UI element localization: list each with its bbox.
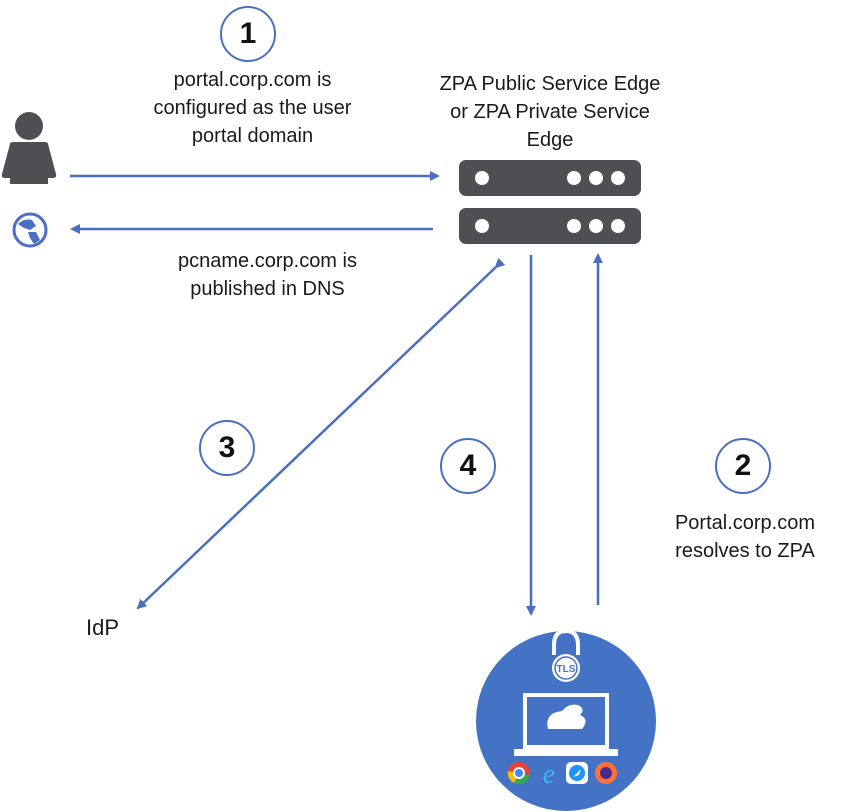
- text-line: configured as the user: [153, 97, 352, 119]
- globe-icon: [12, 212, 48, 248]
- step-1-badge: 1: [220, 6, 276, 62]
- dns-note: pcname.corp.com is published in DNS: [140, 247, 395, 303]
- step-4-badge: 4: [440, 438, 496, 494]
- text-line: pcname.corp.com is: [178, 250, 357, 272]
- service-edge-label: ZPA Public Service Edge or ZPA Private S…: [415, 70, 685, 154]
- internet-explorer-icon: e: [543, 759, 555, 790]
- step-number: 2: [734, 449, 752, 482]
- step-number: 4: [459, 449, 477, 482]
- text-line: or ZPA Private Service: [450, 101, 650, 123]
- text-line: portal domain: [191, 125, 314, 147]
- lock-icon: [552, 628, 580, 655]
- server-icon: [459, 160, 641, 244]
- text-line: resolves to ZPA: [675, 540, 815, 562]
- safari-icon: [566, 762, 588, 784]
- idp-label: IdP: [86, 615, 120, 640]
- chrome-icon: [507, 762, 530, 785]
- svg-text:e: e: [543, 759, 555, 790]
- text-line: Portal.corp.com: [674, 512, 816, 534]
- step-1-description: portal.corp.com is configured as the use…: [120, 66, 385, 150]
- text-line: Edge: [526, 129, 574, 151]
- laptop-icon: [523, 693, 609, 749]
- step-2-description: Portal.corp.com resolves to ZPA: [650, 509, 840, 565]
- client-device-icon: TLS e: [476, 628, 656, 811]
- tls-label: TLS: [557, 664, 576, 675]
- zscaler-logo-icon: [547, 704, 586, 729]
- arrow-edge-idp: [136, 257, 506, 610]
- step-2-badge: 2: [715, 438, 771, 494]
- text-line: ZPA Public Service Edge: [439, 73, 661, 95]
- step-number: 3: [218, 431, 236, 464]
- text-line: portal.corp.com is: [173, 69, 332, 91]
- firefox-icon: [595, 762, 617, 784]
- step-3-badge: 3: [199, 420, 255, 476]
- text-line: published in DNS: [190, 278, 345, 300]
- user-icon: [1, 112, 57, 184]
- step-number: 1: [239, 17, 257, 50]
